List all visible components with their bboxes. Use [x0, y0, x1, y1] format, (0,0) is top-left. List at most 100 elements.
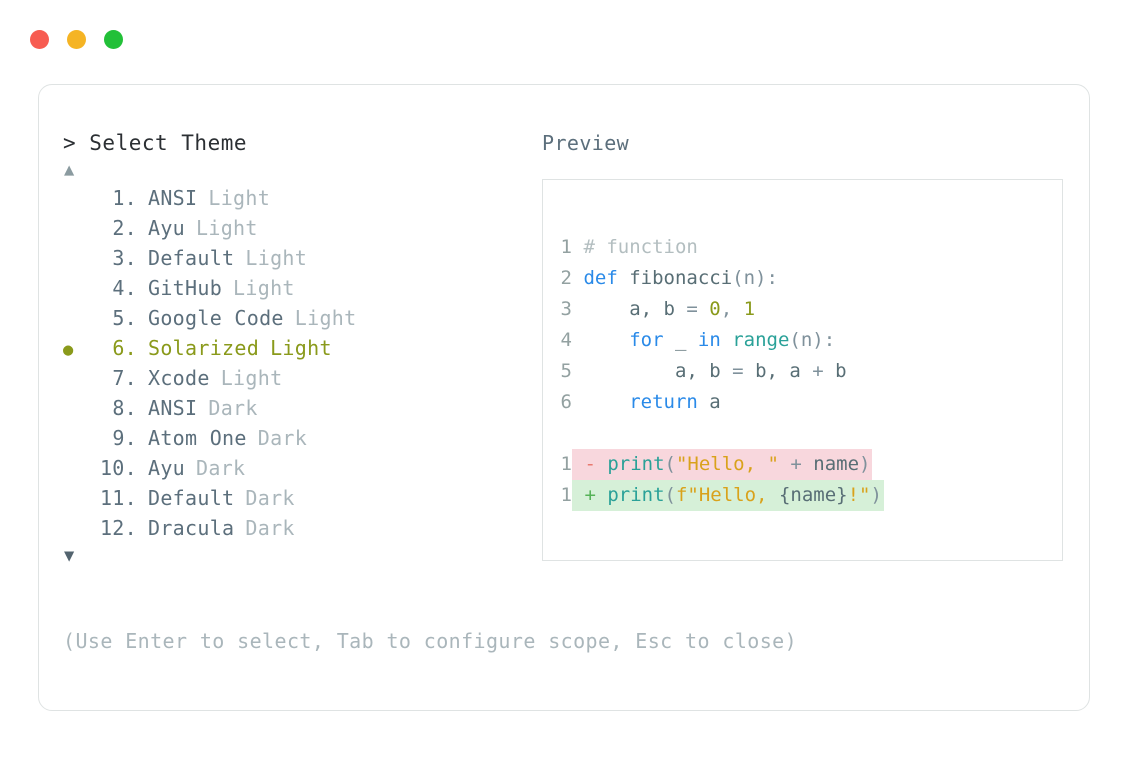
theme-name: ANSI [148, 186, 198, 210]
code-token: print [607, 453, 665, 475]
line-number: 6 [560, 391, 572, 413]
code-token: # function [583, 236, 698, 258]
theme-index: 12. [99, 516, 137, 540]
theme-index: 2. [112, 216, 137, 240]
diff-marker: + [573, 484, 608, 506]
code-token: 1 [743, 298, 756, 320]
theme-name: Solarized [148, 336, 260, 360]
code-token: print [607, 484, 665, 506]
theme-name: Atom One [148, 426, 247, 450]
selected-bullet-icon: ● [63, 245, 91, 275]
code-line: 1 # function [560, 232, 847, 263]
selected-bullet-icon: ● [63, 215, 91, 245]
selected-bullet-icon: ● [63, 340, 74, 360]
scroll-up-icon[interactable]: ▲ [64, 160, 75, 180]
theme-name: ANSI [148, 396, 198, 420]
theme-variant: Dark [245, 516, 295, 540]
code-token: = [686, 298, 710, 320]
theme-variant: Dark [196, 456, 246, 480]
code-token: return [629, 391, 710, 413]
theme-index: 4. [112, 276, 137, 300]
theme-list-item[interactable]: ● 1. ANSI Light [63, 183, 533, 213]
theme-index: 8. [112, 396, 137, 420]
theme-variant: Light [245, 246, 308, 270]
code-token [583, 391, 629, 413]
code-token [583, 329, 629, 351]
code-line: 2 def fibonacci(n): [560, 263, 847, 294]
theme-variant: Light [270, 336, 332, 360]
code-line: 3 a, b = 0, 1 [560, 294, 847, 325]
keyboard-hint: (Use Enter to select, Tab to configure s… [63, 629, 798, 653]
code-token: ( [664, 484, 676, 506]
theme-variant: Dark [245, 486, 295, 510]
theme-list-item[interactable]: ● 9. Atom One Dark [63, 423, 533, 453]
code-line: 5 a, b = b, a + b [560, 356, 847, 387]
theme-list-item[interactable]: ● 6. Solarized Light [63, 333, 533, 363]
line-number: 1 [560, 453, 572, 475]
line-number: 3 [560, 298, 572, 320]
code-token: fibonacci [629, 267, 733, 289]
theme-index: 9. [112, 426, 137, 450]
close-dot[interactable] [30, 30, 49, 49]
code-token: a, b [583, 298, 687, 320]
theme-variant: Light [233, 276, 295, 300]
theme-picker-card: > Select Theme ▲ ● 1. ANSI Light ● 2. Ayu Light… [38, 84, 1090, 711]
code-token: "Hello, " [675, 453, 779, 475]
code-token: 0 [709, 298, 721, 320]
theme-name: Default [148, 486, 235, 510]
preview-label: Preview [542, 131, 630, 155]
diff-highlight: - print("Hello, " + name) [572, 449, 873, 480]
code-token: (n): [732, 267, 778, 289]
code-token: def [583, 267, 630, 289]
code-token: a [709, 391, 721, 413]
selected-bullet-icon: ● [63, 515, 91, 545]
prompt-label: > Select Theme [63, 131, 248, 155]
code-token: + [812, 360, 836, 382]
code-token: f"Hello, [675, 484, 779, 506]
diff-highlight: + print(f"Hello, {name}!") [572, 480, 884, 511]
theme-index: 5. [112, 306, 137, 330]
code-token: in [697, 329, 733, 351]
line-number: 1 [560, 236, 572, 258]
code-token: + [778, 453, 814, 475]
theme-index: 3. [112, 246, 137, 270]
theme-variant: Dark [257, 426, 308, 450]
theme-variant: Light [208, 186, 271, 210]
scroll-down-icon[interactable]: ▼ [64, 546, 75, 566]
theme-index: 6. [112, 336, 137, 360]
selected-bullet-icon: ● [63, 305, 91, 335]
theme-name: Ayu [148, 456, 186, 480]
code-token: (n): [789, 329, 836, 351]
theme-name: Google Code [148, 306, 284, 330]
code-token: a, b [583, 360, 733, 382]
code-token: b [835, 360, 847, 382]
theme-index: 11. [99, 486, 137, 510]
selected-bullet-icon: ● [63, 425, 91, 455]
theme-name: GitHub [148, 276, 223, 300]
code-token: for [629, 329, 675, 351]
selected-bullet-icon: ● [63, 365, 91, 395]
theme-name: Xcode [148, 366, 210, 390]
theme-select-pane: > Select Theme ▲ ● 1. ANSI Light ● 2. Ayu Light… [63, 129, 533, 569]
diff-line-add: 1 + print(f"Hello, {name}!") [560, 480, 884, 511]
theme-index: 1. [112, 186, 137, 210]
selected-bullet-icon: ● [63, 185, 91, 215]
maximize-dot[interactable] [104, 30, 123, 49]
code-line: 4 for _ in range(n): [560, 325, 847, 356]
minimize-dot[interactable] [67, 30, 86, 49]
code-line: 6 return a [560, 387, 847, 418]
code-token: {name} [778, 484, 848, 506]
code-token: ) [870, 484, 882, 506]
diff-line-del: 1 - print("Hello, " + name) [560, 449, 884, 480]
